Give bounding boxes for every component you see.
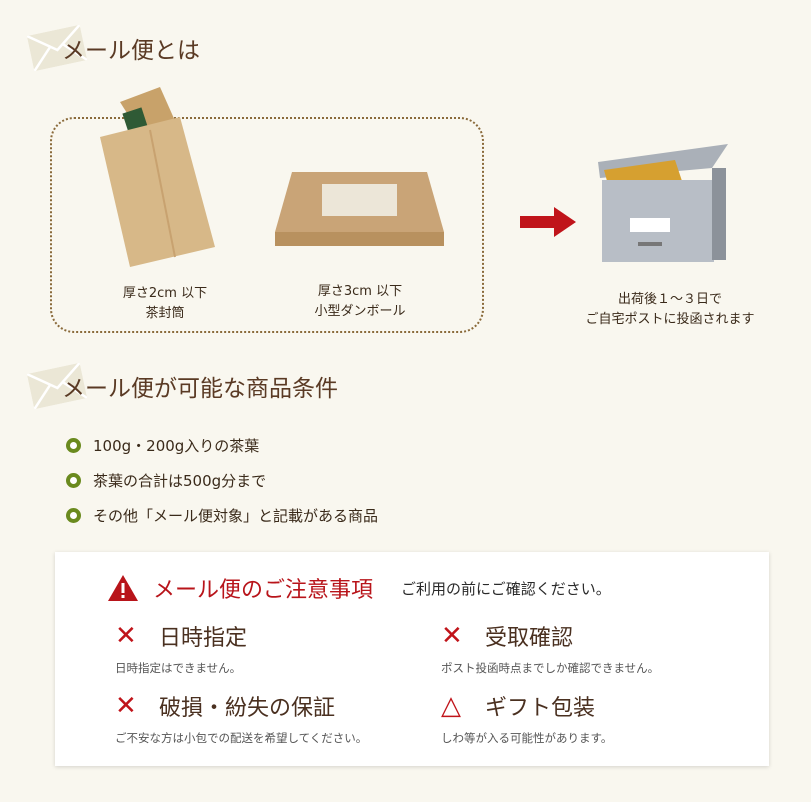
section-title-conditions: メール便が可能な商品条件 bbox=[26, 362, 338, 410]
notice-item-gift: △ギフト包装しわ等が入る可能性があります。 bbox=[441, 691, 613, 745]
notice-item-receipt: ✕受取確認ポスト投函時点までしか確認できません。 bbox=[441, 621, 660, 675]
list-item: その他「メール便対象」と記載がある商品 bbox=[66, 498, 378, 533]
tea-envelope-image bbox=[100, 87, 215, 267]
cross-icon: ✕ bbox=[115, 621, 137, 651]
cardboard-box-image bbox=[275, 172, 444, 246]
list-item: 茶葉の合計は500g分まで bbox=[66, 463, 378, 498]
bullet-icon bbox=[66, 438, 81, 453]
warning-icon bbox=[108, 575, 138, 601]
box-caption: 厚さ3cm 以下小型ダンボール bbox=[314, 284, 406, 319]
envelope-caption: 厚さ2cm 以下茶封筒 bbox=[122, 286, 208, 321]
notice-item-damage: ✕破損・紛失の保証ご不安な方は小包での配送を希望してください。 bbox=[115, 691, 368, 745]
cross-icon: ✕ bbox=[115, 691, 137, 721]
delivery-caption: 出荷後１～３日でご自宅ポストに投函されます bbox=[585, 292, 755, 327]
notice-header: メール便のご注意事項 ご利用の前にご確認ください。 bbox=[107, 572, 611, 604]
notice-item-datetime: ✕日時指定日時指定はできません。 bbox=[115, 621, 248, 675]
envelope-icon bbox=[26, 24, 88, 72]
cross-icon: ✕ bbox=[441, 621, 463, 651]
bullet-icon bbox=[66, 508, 81, 523]
bullet-icon bbox=[66, 473, 81, 488]
section-title-about: メール便とは bbox=[26, 24, 200, 72]
envelope-icon bbox=[26, 362, 88, 410]
list-item: 100g・200g入りの茶葉 bbox=[66, 428, 378, 463]
triangle-icon: △ bbox=[441, 691, 461, 721]
mailbox-image bbox=[598, 144, 728, 262]
package-options-box bbox=[50, 117, 484, 333]
arrow-right-icon bbox=[520, 207, 576, 237]
conditions-list: 100g・200g入りの茶葉 茶葉の合計は500g分まで その他「メール便対象」… bbox=[66, 428, 378, 533]
notice-card: メール便のご注意事項 ご利用の前にご確認ください。 ✕日時指定日時指定はできませ… bbox=[55, 552, 769, 766]
